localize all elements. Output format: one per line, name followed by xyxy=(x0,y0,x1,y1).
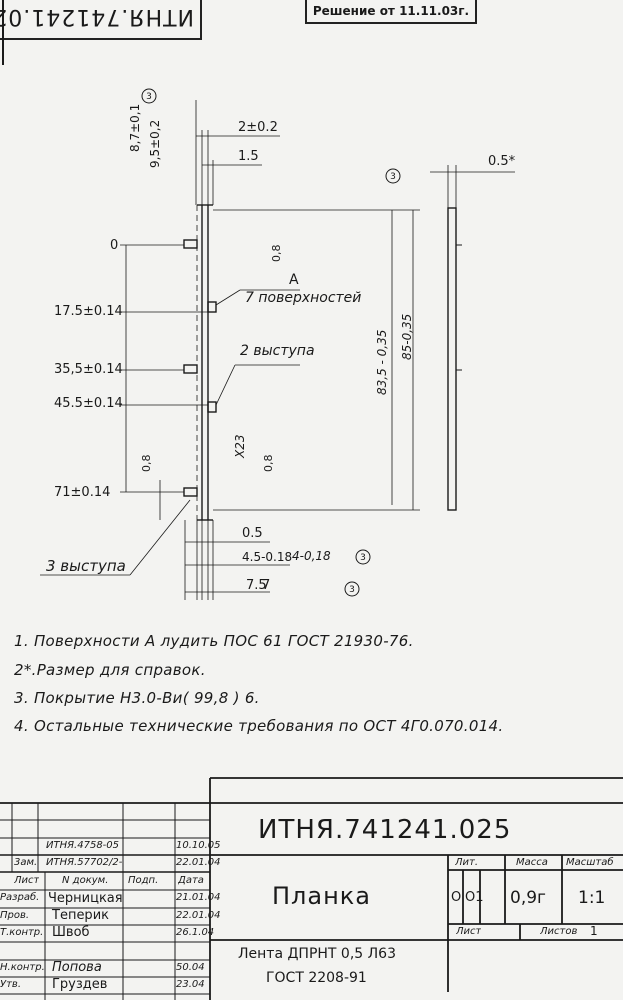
dim-35-5: 35,5±0.14 xyxy=(54,362,123,377)
change-doc-1: ИТНЯ.4758-05 xyxy=(46,840,120,851)
mass-header: Масса xyxy=(516,857,548,868)
sheet-header: Лист xyxy=(456,926,482,937)
bumps-3-label: 3 выступа xyxy=(46,557,126,575)
col-list: Лист xyxy=(14,875,40,886)
circle-mark-4: 3 xyxy=(349,585,355,595)
dim-0-5-ref: 0.5* xyxy=(488,154,516,169)
role-4-name: Попова xyxy=(52,960,102,975)
lit-value-2: О1 xyxy=(465,890,484,905)
role-5: Утв. xyxy=(0,979,21,990)
note-1: 1. Поверхности А лудить ПОС 61 ГОСТ 2193… xyxy=(14,632,414,650)
dim-0-5: 0.5 xyxy=(242,526,263,541)
scale-value: 1:1 xyxy=(578,888,606,908)
lit-value-1: О xyxy=(451,890,462,905)
role-1-date: 21.01.04 xyxy=(176,892,221,903)
role-5-name: Груздев xyxy=(52,977,108,992)
role-4: Н.контр. xyxy=(0,962,45,973)
dim-17-5: 17.5±0.14 xyxy=(54,304,123,319)
change-date-1: 10.10.05 xyxy=(176,840,221,851)
role-2: Пров. xyxy=(0,910,30,921)
decision-stamp: Решение от 11.11.03г. xyxy=(305,0,477,24)
col-date: Дата xyxy=(178,875,204,886)
lit-header: Лит. xyxy=(455,857,479,868)
title-name: Планка xyxy=(272,882,371,910)
role-3-date: 26.1.04 xyxy=(176,927,215,938)
circle-mark-1: 3 xyxy=(146,92,152,102)
role-2-date: 22.01.04 xyxy=(176,910,221,921)
dim-7-5: 7.5 xyxy=(246,578,267,593)
dim-zero: 0 xyxy=(110,238,119,253)
circle-mark-3: 3 xyxy=(360,553,366,563)
note-2: 2*.Размер для справок. xyxy=(14,661,206,679)
dim-4-5: 4.5-0.18 xyxy=(242,550,293,564)
role-5-date: 23.04 xyxy=(176,979,205,990)
change-doc-2: ИТНЯ.57702/2-03 xyxy=(46,857,122,868)
sheets-header: Листов xyxy=(540,926,578,937)
bumps-2-label: 2 выступа xyxy=(240,343,315,359)
role-1: Разраб. xyxy=(0,892,40,903)
role-3-name: Швоб xyxy=(52,925,90,940)
title-designation: ИТНЯ.741241.025 xyxy=(258,815,512,845)
material-line2: ГОСТ 2208-91 xyxy=(266,970,367,986)
dim-45-5: 45.5±0.14 xyxy=(54,396,123,411)
rotated-designation-stamp: ИТНЯ.741241.025 xyxy=(0,0,202,40)
circle-mark-2: 3 xyxy=(390,172,396,182)
sheets-count: 1 xyxy=(590,924,598,938)
col-doc: N докум. xyxy=(62,875,109,886)
role-4-date: 50.04 xyxy=(176,962,205,973)
scale-header: Масштаб xyxy=(566,857,614,868)
dim-4-018: 4-0,18 xyxy=(292,549,331,563)
note-3: 3. Покрытие Н3.0-Ви( 99,8 ) 6. xyxy=(14,689,260,707)
role-1-name: Черницкая xyxy=(48,891,123,906)
col-sign: Подп. xyxy=(128,875,159,886)
surfaces-label: 7 поверхностей xyxy=(245,290,362,306)
dim-2: 2±0.2 xyxy=(238,120,278,135)
material-line1: Лента ДПРНТ 0,5 Л63 xyxy=(238,946,396,962)
dim-7: 7 xyxy=(262,578,271,593)
change-date-2: 22.01.04 xyxy=(176,857,221,868)
view-a-label: А xyxy=(289,272,299,288)
role-3: Т.контр. xyxy=(0,927,44,938)
mass-value: 0,9г xyxy=(510,888,546,908)
dim-1-5: 1.5 xyxy=(238,149,259,164)
dim-71: 71±0.14 xyxy=(54,485,111,500)
role-2-name: Теперик xyxy=(52,908,109,923)
note-4: 4. Остальные технические требования по О… xyxy=(14,717,504,735)
izm-short: 3ам. xyxy=(14,857,38,868)
